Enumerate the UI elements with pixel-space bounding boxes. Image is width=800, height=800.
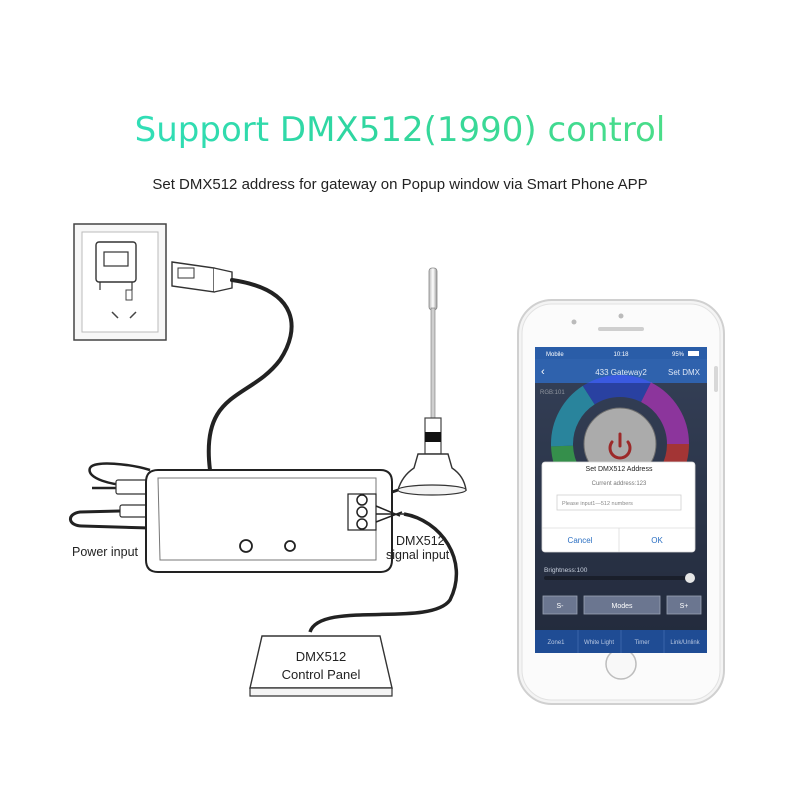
ok-label: OK [651, 536, 663, 545]
power-input-label: Power input [72, 545, 139, 559]
control-panel-label-line2: Control Panel [282, 667, 361, 682]
speed-minus-button[interactable] [542, 595, 578, 615]
modes-button[interactable] [583, 595, 661, 615]
speed-plus-button[interactable] [666, 595, 702, 615]
dmx-address-input[interactable] [556, 494, 682, 511]
brightness-slider[interactable] [544, 576, 692, 580]
page-title: Support DMX512(1990) control [0, 110, 800, 150]
dmx-control-panel-illustration: DMX512 Control Panel [249, 635, 393, 697]
nav-title: 433 Gateway2 [595, 368, 647, 377]
brightness-label: Brightness:100 [544, 567, 588, 574]
page-subtitle: Set DMX512 address for gateway on Popup … [152, 176, 648, 193]
usb-plug-illustration [171, 261, 233, 293]
dmx-address-placeholder: Please input1—512 numbers [562, 501, 633, 507]
set-dmx-button[interactable]: Set DMX [668, 368, 701, 377]
tab-timer[interactable]: Timer [634, 640, 649, 646]
cancel-label: Cancel [568, 536, 593, 545]
control-panel-label-line1: DMX512 [296, 649, 347, 664]
wall-socket-illustration [73, 223, 167, 341]
modes-label: Modes [611, 603, 633, 610]
back-icon[interactable]: ‹ [541, 366, 545, 378]
set-dmx-dialog: Set DMX512 Address Current address:123 P… [541, 461, 696, 553]
cancel-button[interactable] [543, 529, 618, 551]
speed-minus-label: S- [557, 603, 565, 610]
dialog-title: Set DMX512 Address [586, 466, 653, 473]
tab-white-light[interactable]: White Light [584, 640, 614, 646]
dialog-current-address: Current address:123 [592, 481, 647, 487]
status-battery: 95% [672, 352, 685, 358]
gateway-controller-illustration [69, 462, 459, 633]
dmx-signal-label-line2: signal input [386, 548, 450, 562]
status-time: 10:18 [613, 352, 629, 358]
smartphone: Mobile 10:18 95% ‹ 433 Gateway2 Set DMX … [517, 299, 725, 705]
tab-link-unlink[interactable]: Link/Unlink [670, 640, 700, 646]
power-icon[interactable] [608, 432, 632, 460]
status-carrier: Mobile [546, 352, 564, 358]
antenna-illustration [373, 267, 467, 511]
ok-button[interactable] [620, 529, 694, 551]
brightness-slider-handle[interactable] [685, 573, 695, 583]
tab-zone1[interactable]: Zone1 [547, 640, 565, 646]
rgb-label: RGB:101 [540, 390, 565, 396]
dmx-signal-label-line1: DMX512 [396, 534, 445, 548]
speed-plus-label: S+ [680, 603, 689, 610]
